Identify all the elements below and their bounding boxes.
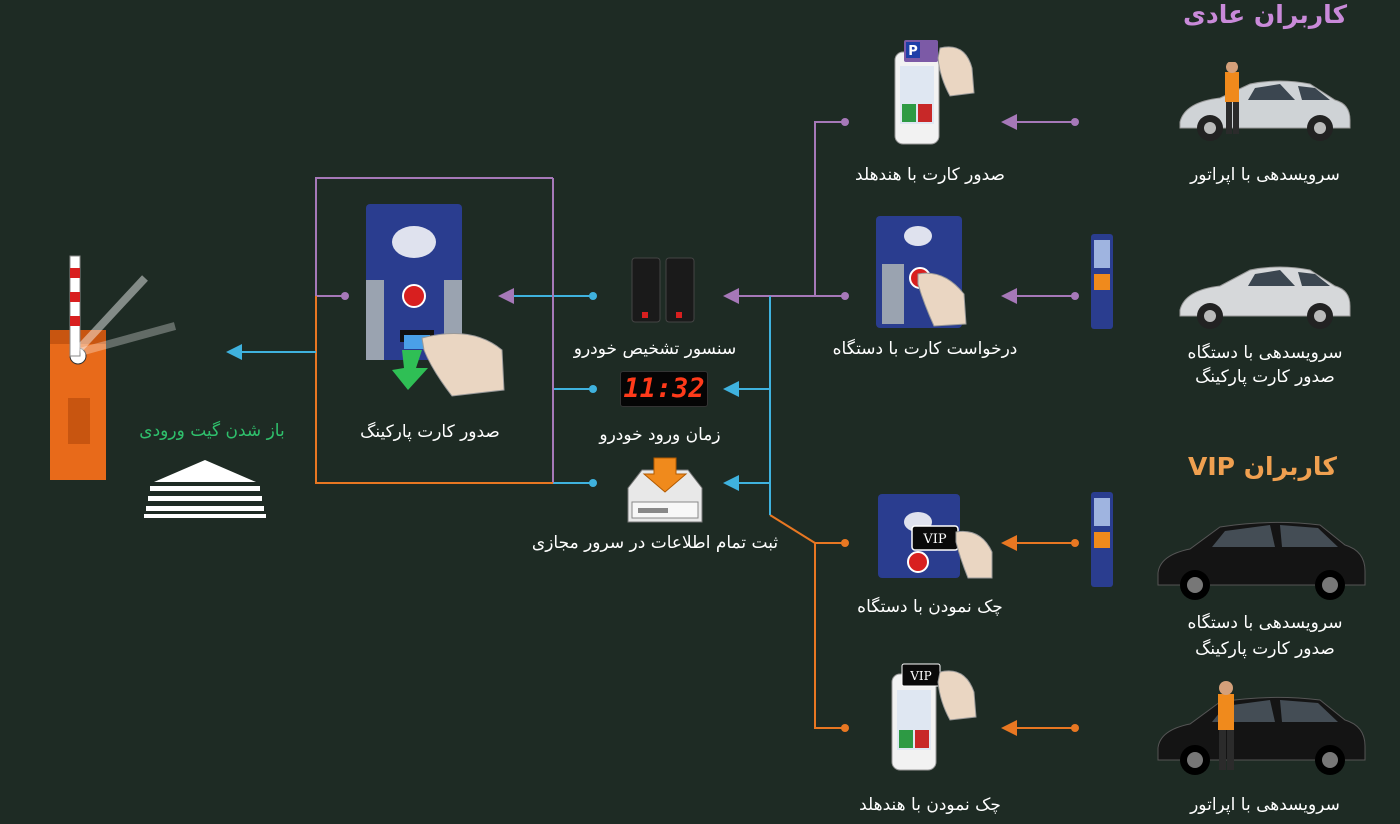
kiosk-request-card-icon: [876, 216, 967, 328]
request-device-label: درخواست کارت با دستگاه: [832, 339, 1018, 359]
black-suv-icon: [1157, 521, 1366, 600]
vip-badge-device: VIP: [922, 532, 947, 547]
kiosk-vip-check-icon: VIP: [878, 494, 993, 579]
barrier-gate-icon: [50, 255, 177, 480]
sensor-label: سنسور تشخیص خودرو: [573, 339, 737, 359]
vip-badge-handheld: VIP: [909, 669, 931, 683]
regular-users-header: کاربران عادی: [1183, 0, 1348, 29]
issue-card-label: صدور کارت پارکینگ: [360, 422, 500, 442]
regular-operator-label: سرویسدهی با اپراتور: [1190, 165, 1340, 185]
handheld-vip-check-icon: VIP: [891, 663, 977, 771]
regular-device-label-2: صدور کارت پارکینگ: [1195, 367, 1335, 387]
vip-kiosk-icon: [1091, 492, 1113, 587]
purple-branch: [814, 121, 845, 297]
up-arrow-road-icon: [144, 460, 266, 518]
ticket-kiosk-icon: [1091, 234, 1113, 329]
vip-users-header: کاربران VIP: [1188, 452, 1337, 481]
gate-open-label: باز شدن گیت ورودی: [139, 421, 285, 441]
vehicle-sensor-icon: [631, 257, 695, 323]
check-handheld-label: چک نمودن با هندهلد: [859, 795, 1001, 815]
parking-badge: P: [908, 44, 918, 59]
purple-frame: [315, 177, 553, 297]
parking-card-kiosk-icon: [366, 204, 505, 397]
silver-car-icon: [1179, 266, 1351, 329]
vip-operator-label: سرویسدهی با اپراتور: [1190, 795, 1340, 815]
handheld-parking-card-icon: P: [894, 40, 975, 145]
vip-device-label-1: سرویسدهی با دستگاه: [1187, 613, 1343, 633]
server-save-icon: [627, 457, 703, 523]
digital-clock-display: 11:32: [620, 371, 708, 407]
entry-time-label: زمان ورود خودرو: [599, 425, 721, 445]
orange-branch: [814, 542, 845, 729]
regular-device-label-1: سرویسدهی با دستگاه: [1187, 343, 1343, 363]
silver-car-with-operator-icon: [1179, 62, 1351, 141]
server-label: ثبت تمام اطلاعات در سرور مجازی: [531, 533, 779, 553]
issue-handheld-label: صدور کارت با هندهلد: [855, 165, 1005, 185]
clock-value: 11:32: [623, 373, 705, 404]
check-device-label: چک نمودن با دستگاه: [857, 597, 1003, 617]
black-suv-with-operator-icon: [1157, 681, 1366, 775]
orange-frame: [315, 296, 553, 484]
vip-device-label-2: صدور کارت پارکینگ: [1195, 639, 1335, 659]
